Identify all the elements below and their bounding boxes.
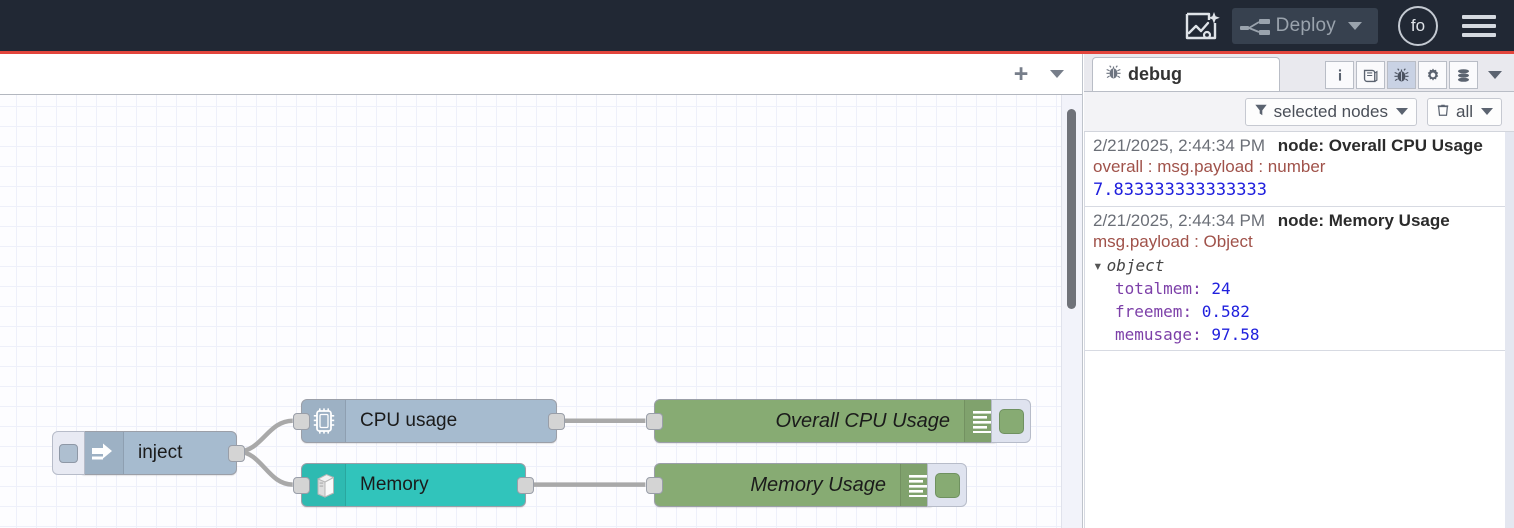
debug-message-list[interactable]: 2/21/2025, 2:44:34 PM node: Overall CPU …	[1084, 132, 1514, 528]
debug-message-source-node[interactable]: node: Overall CPU Usage	[1277, 136, 1483, 155]
debug-object-key: totalmem	[1115, 279, 1193, 298]
node-label: inject	[138, 442, 183, 463]
debug-clear-button[interactable]: all	[1426, 97, 1502, 126]
debug-object-key: memusage	[1115, 325, 1193, 344]
flow-list-chevron-down-icon[interactable]	[1050, 70, 1064, 78]
debug-message-topic: overall : msg.payload : number	[1093, 157, 1326, 176]
debug-object-root[interactable]: ▾object	[1093, 256, 1514, 275]
debug-node-filter-label: selected nodes	[1273, 101, 1388, 121]
node-cpu-usage[interactable]: CPU usage	[293, 399, 565, 443]
node-memory[interactable]: Memory	[293, 463, 534, 507]
debug-message[interactable]: 2/21/2025, 2:44:34 PM node: Overall CPU …	[1085, 132, 1514, 207]
node-input-port[interactable]	[293, 477, 310, 494]
node-debug-overall-cpu-usage[interactable]: Overall CPU Usage	[646, 399, 1031, 443]
inject-trigger-button[interactable]	[52, 431, 85, 475]
ai-assistant-icon[interactable]	[1178, 6, 1224, 46]
node-debug-memory-usage[interactable]: Memory Usage	[646, 463, 967, 507]
deploy-button[interactable]: Deploy	[1231, 7, 1378, 44]
debug-panel-scroll-track[interactable]	[1505, 132, 1514, 528]
chevron-down-icon[interactable]	[1348, 21, 1362, 30]
help-book-icon[interactable]	[1356, 61, 1385, 89]
debug-object-property: totalmem: 24	[1093, 279, 1514, 298]
debug-object-key: freemem	[1115, 302, 1183, 321]
header-accent-line	[0, 51, 1514, 54]
node-output-port[interactable]	[517, 477, 534, 494]
debug-message-timestamp: 2/21/2025, 2:44:34 PM	[1093, 211, 1266, 230]
app-header: Deploy fo	[0, 0, 1514, 51]
tab-debug[interactable]: debug	[1092, 57, 1280, 91]
debug-clear-label: all	[1455, 101, 1473, 121]
debug-status-indicator	[998, 408, 1024, 434]
sidebar-more-chevron-down-icon[interactable]	[1488, 71, 1502, 79]
node-output-port[interactable]	[228, 445, 245, 462]
debug-object-value: 0.582	[1201, 302, 1250, 321]
chevron-down-icon	[1481, 108, 1493, 115]
bug-icon	[1105, 64, 1122, 86]
flow-workspace: +	[0, 54, 1083, 528]
debug-object-colon: :	[1192, 325, 1202, 344]
funnel-icon	[1254, 102, 1268, 122]
sidebar-tool-buttons	[1325, 61, 1514, 91]
debug-object-value: 97.58	[1211, 325, 1260, 344]
arrow-right-icon	[80, 432, 124, 474]
debug-object-root-label: object	[1106, 256, 1165, 275]
triangle-down-icon[interactable]: ▾	[1093, 256, 1103, 275]
deploy-label: Deploy	[1275, 14, 1336, 36]
debug-message-header: 2/21/2025, 2:44:34 PM node: Memory Usage	[1093, 211, 1514, 231]
node-label: CPU usage	[360, 410, 458, 431]
debug-bug-icon[interactable]	[1387, 61, 1416, 89]
flow-tab-bar: +	[0, 54, 1082, 95]
debug-message[interactable]: 2/21/2025, 2:44:34 PM node: Memory Usage…	[1085, 207, 1514, 351]
sidebar-tab-row: debug	[1084, 54, 1514, 92]
config-gear-icon[interactable]	[1418, 61, 1447, 89]
debug-object-value: 24	[1211, 279, 1231, 298]
debug-node-filter-button[interactable]: selected nodes	[1244, 97, 1417, 126]
node-input-port[interactable]	[646, 413, 663, 430]
node-input-port[interactable]	[293, 413, 310, 430]
context-data-icon[interactable]	[1449, 61, 1478, 89]
hamburger-menu-icon[interactable]	[1462, 11, 1496, 41]
debug-status-indicator	[934, 472, 960, 498]
node-output-port[interactable]	[548, 413, 565, 430]
debug-message-value: 7.833333333333333	[1093, 180, 1267, 200]
sidebar-panel: debug	[1084, 54, 1514, 528]
add-flow-button[interactable]: +	[1013, 59, 1029, 88]
info-tab-icon[interactable]	[1325, 61, 1354, 89]
node-label: Memory	[360, 474, 429, 495]
node-input-port[interactable]	[646, 477, 663, 494]
debug-object-property: memusage: 97.58	[1093, 325, 1514, 344]
debug-filter-row: selected nodes all	[1084, 92, 1514, 132]
canvas-vertical-scrollbar[interactable]	[1067, 109, 1076, 309]
inject-button-glyph	[59, 443, 78, 463]
debug-message-header: 2/21/2025, 2:44:34 PM node: Overall CPU …	[1093, 136, 1514, 156]
deploy-nodes-icon	[1238, 14, 1272, 38]
node-inject[interactable]: inject	[52, 431, 245, 475]
debug-object-colon: :	[1182, 302, 1193, 321]
node-label: Memory Usage	[750, 473, 886, 496]
node-label: Overall CPU Usage	[775, 409, 950, 432]
debug-message-topic: msg.payload : Object	[1093, 232, 1253, 251]
debug-message-timestamp: 2/21/2025, 2:44:34 PM	[1093, 136, 1266, 155]
tab-debug-label: debug	[1128, 64, 1182, 84]
trash-icon	[1436, 102, 1450, 122]
flow-canvas[interactable]: inject	[0, 95, 1082, 528]
debug-message-source-node[interactable]: node: Memory Usage	[1277, 211, 1450, 230]
debug-enable-toggle[interactable]	[927, 463, 967, 507]
debug-object-property: freemem: 0.582	[1093, 302, 1514, 321]
debug-enable-toggle[interactable]	[991, 399, 1031, 443]
chevron-down-icon	[1395, 108, 1408, 115]
debug-object-colon: :	[1192, 279, 1202, 298]
user-avatar[interactable]: fo	[1398, 5, 1438, 46]
